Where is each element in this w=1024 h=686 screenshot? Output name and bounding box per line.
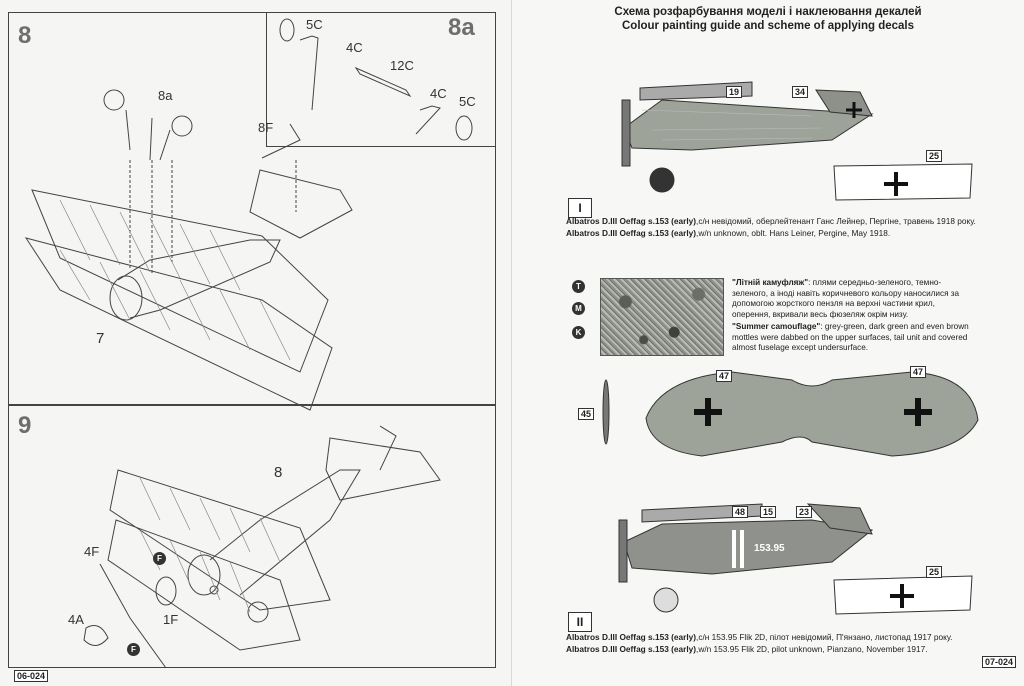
decal-15: 15 [760, 506, 777, 518]
swatch-key-k: K [572, 326, 585, 339]
swatch-key-m: M [572, 302, 585, 315]
painting-guide-page: Схема розфарбування моделі і наклеювання… [512, 0, 1024, 686]
assembly-drawings [24, 18, 473, 669]
step-number-9: 9 [18, 412, 32, 439]
part-label-5c: 5C [306, 17, 323, 32]
decal-47-a: 47 [716, 370, 733, 382]
part-label-12c: 12C [390, 58, 414, 73]
scheme-1-number: I [568, 198, 592, 218]
scheme-2-caption-en: Albatros D.III Oeffag s.153 (early),w/n … [566, 644, 928, 654]
assembly-page: 8 8a 9 [8, 12, 496, 682]
part-label-1f: 1F [163, 612, 179, 627]
part-label-8: 8 [274, 464, 283, 481]
decal-23: 23 [796, 506, 813, 518]
part-label-4c: 4C [346, 40, 363, 55]
scheme-2-number: II [568, 612, 592, 632]
step-number-8: 8 [18, 22, 32, 49]
aircraft-serial: 153.95 [754, 543, 785, 554]
part-label-8a: 8a [158, 88, 173, 103]
scheme-2-caption-ua: Albatros D.III Oeffag s.153 (early),с/н … [566, 632, 953, 642]
part-marker-f: F [153, 552, 166, 565]
part-label-5c-b: 5C [459, 94, 476, 109]
decal-48: 48 [732, 506, 749, 518]
step-number-8a: 8a [448, 14, 475, 41]
part-label-7: 7 [96, 330, 105, 347]
camouflage-swatch [600, 278, 724, 356]
page-code: 07-024 [982, 656, 1017, 668]
part-marker-f-b: F [127, 643, 140, 656]
camouflage-description-ua: "Літній камуфляж": плями середньо-зелено… [732, 278, 960, 319]
decal-45: 45 [578, 408, 595, 420]
step-8-frame [8, 12, 496, 406]
decal-25-a: 25 [926, 150, 943, 162]
painting-drawings [602, 81, 979, 615]
decal-19: 19 [726, 86, 743, 98]
part-label-8f: 8F [258, 120, 274, 135]
swatch-key-t: T [572, 280, 585, 293]
decal-25-b: 25 [926, 566, 943, 578]
camouflage-description-en: "Summer camouflage": grey-green, dark gr… [732, 322, 969, 352]
part-label-4c-b: 4C [430, 86, 447, 101]
decal-47-b: 47 [910, 366, 927, 378]
step-9-frame [8, 404, 496, 668]
title-en: Colour painting guide and scheme of appl… [621, 20, 914, 32]
scheme-1-caption-en: Albatros D.III Oeffag s.153 (early),w/n … [566, 228, 891, 238]
step-8a-frame [266, 12, 496, 147]
title-ua: Схема розфарбування моделі і наклеювання… [614, 6, 922, 18]
part-label-4a: 4A [68, 612, 84, 627]
decal-34: 34 [792, 86, 809, 98]
page-code: 06-024 [14, 670, 49, 682]
part-label-4f: 4F [84, 544, 100, 559]
scheme-1-caption-ua: Albatros D.III Oeffag s.153 (early),с/н … [566, 216, 976, 226]
